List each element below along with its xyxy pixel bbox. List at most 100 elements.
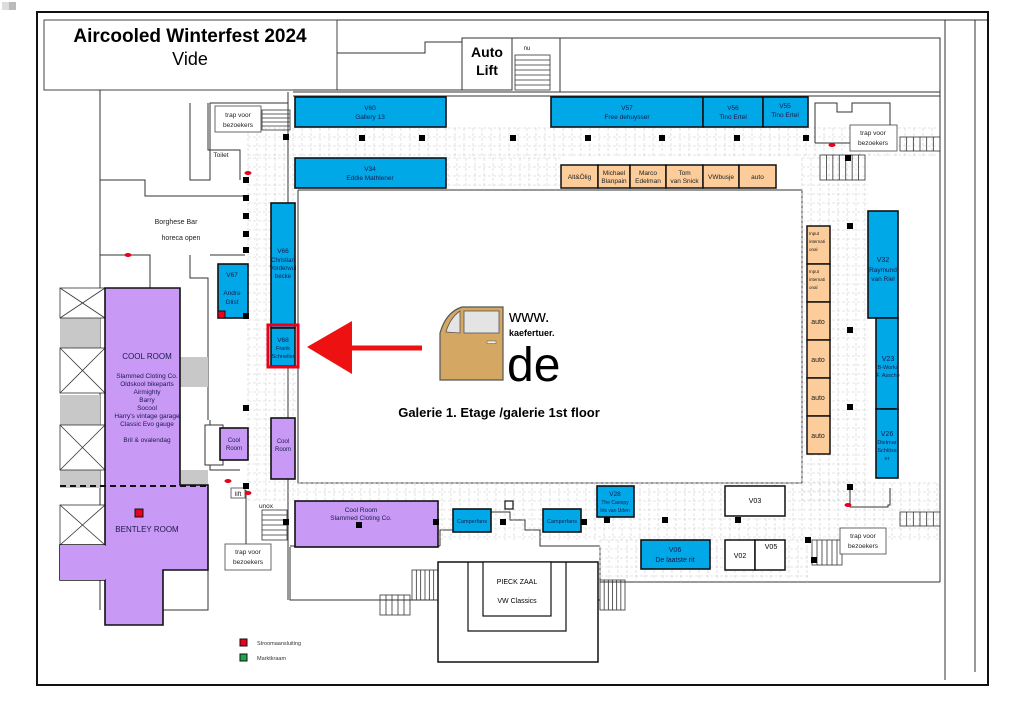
pieck-zaal[interactable]: PIECK ZAAL VW Classics	[437, 561, 599, 663]
stand-v60[interactable]: V60 Gallery 13	[294, 96, 447, 128]
sponsor-www: www.	[508, 307, 550, 326]
market-stall[interactable]: Alt&Ölig	[560, 164, 599, 189]
void-marker	[59, 347, 106, 394]
market-stall[interactable]: auto	[806, 415, 831, 455]
svg-text:auto: auto	[811, 433, 825, 440]
stand-v02[interactable]: V02	[724, 539, 756, 571]
svg-text:Iris van Uden: Iris van Uden	[600, 508, 630, 514]
stand-v28[interactable]: V28 The Canopy Iris van Uden	[596, 485, 635, 518]
cool-room-exhibitor: Harry's vintage garage	[114, 413, 180, 420]
map-frame	[36, 11, 989, 686]
legend-item-power: Stroomaansluiting	[239, 638, 301, 647]
svg-text:V03: V03	[749, 498, 762, 505]
svg-text:Room: Room	[275, 447, 291, 453]
market-stall[interactable]: auto	[738, 164, 777, 189]
pillar	[510, 135, 516, 141]
stairs	[261, 54, 941, 616]
stand-v05[interactable]: V05	[754, 539, 786, 571]
pillars	[243, 134, 853, 563]
svg-text:auto: auto	[811, 357, 825, 364]
highlight-arrow	[307, 321, 422, 374]
svg-text:auto: auto	[811, 395, 825, 402]
stand-cool-room-bottom[interactable]: Cool Room Slammed Cloting Co.	[294, 500, 439, 548]
cool-room-exhibitor: Barry	[139, 397, 155, 404]
market-stall[interactable]: auto	[806, 301, 831, 341]
pillar	[243, 231, 249, 237]
market-stall[interactable]: auto	[806, 339, 831, 379]
svg-text:V60: V60	[364, 105, 376, 112]
auto-lift-line1: Auto	[471, 44, 503, 60]
gray-zone	[180, 357, 208, 387]
pillar	[847, 404, 853, 410]
pillar	[243, 195, 249, 201]
svg-text:V02: V02	[734, 553, 747, 560]
door-marker	[244, 491, 252, 495]
stand-v56[interactable]: V56 Tino Ertel	[702, 96, 764, 128]
bar-status: horeca open	[162, 235, 201, 242]
svg-text:Stroomaansluiting: Stroomaansluiting	[257, 641, 301, 647]
svg-text:De laatste rit: De laatste rit	[655, 557, 694, 564]
stand-camperfans-1[interactable]: Camperfans	[452, 508, 492, 533]
stand-cool-room-small-1[interactable]: Cool Room	[219, 427, 249, 461]
stairs-label-line2: bezoekers	[858, 140, 889, 147]
pillar	[604, 517, 610, 523]
svg-text:Tino Ertel: Tino Ertel	[771, 112, 799, 119]
stair-block	[899, 136, 941, 152]
svg-text:Cool Room: Cool Room	[345, 507, 378, 514]
svg-text:Marktkraam: Marktkraam	[257, 656, 286, 662]
svg-text:van Riel: van Riel	[871, 276, 895, 283]
pillar	[585, 135, 591, 141]
stand-v03[interactable]: V03	[724, 485, 786, 517]
power-doors	[124, 143, 852, 507]
cool-room-extra: Bril & ovalendag	[123, 437, 171, 444]
market-stall[interactable]: VWbusje	[702, 164, 740, 189]
svg-text:er: er	[885, 456, 890, 462]
stand-v67[interactable]: V67 Andre Glist	[217, 263, 249, 319]
cool-room-exhibitor: Socool	[137, 405, 157, 412]
market-stalls-top: Alt&ÖligMichaelBlanpainMarcoEdelmanTomva…	[560, 164, 777, 189]
legend-item-market-stall: Marktkraam	[239, 653, 286, 662]
sponsor-logo[interactable]: www. kaefertuer. de	[439, 306, 560, 392]
svg-text:V68: V68	[277, 337, 289, 344]
stand-cool-room-small-2[interactable]: Cool Room	[270, 417, 296, 480]
cool-room-exhibitor: Oldskool bikeparts	[120, 381, 174, 388]
svg-text:VWbusje: VWbusje	[708, 174, 734, 181]
pillar	[581, 519, 587, 525]
map-subtitle: Vide	[172, 49, 208, 69]
svg-text:auto: auto	[811, 319, 825, 326]
pillar	[243, 177, 249, 183]
pillar	[735, 517, 741, 523]
stand-v26[interactable]: V26 Dietmar Schlöss er	[875, 408, 899, 479]
stand-v55[interactable]: V55 Tino Ertel	[762, 96, 809, 128]
stand-camperfans-2[interactable]: Camperfans	[542, 508, 582, 533]
pillar	[356, 522, 362, 528]
corner-logo-icon	[2, 2, 16, 10]
svg-text:Schlöss: Schlöss	[877, 448, 897, 454]
void-markers	[59, 287, 106, 546]
pillar	[811, 557, 817, 563]
svg-text:Eddie Mathlener: Eddie Mathlener	[346, 175, 394, 182]
bar-name: Borghese Bar	[155, 219, 198, 226]
stand-v57[interactable]: V57 Free dehuysser	[550, 96, 704, 128]
stand-v34[interactable]: V34 Eddie Mathlener	[294, 157, 447, 189]
stand-v23[interactable]: V23 B-Works F. Assche	[875, 317, 900, 410]
svg-text:V55: V55	[779, 103, 791, 110]
market-stall[interactable]: auto	[806, 377, 831, 417]
svg-text:Input: Input	[809, 231, 820, 236]
svg-text:Dietmar: Dietmar	[877, 440, 896, 446]
cool-room-title: COOL ROOM	[122, 352, 172, 361]
stand-v06[interactable]: V06 De laatste rit	[640, 539, 711, 570]
door-marker	[244, 171, 252, 175]
stair-block	[379, 594, 411, 616]
svg-text:Free dehuysser: Free dehuysser	[604, 114, 650, 121]
stand-v32[interactable]: V32 Raymund van Riel	[867, 210, 899, 319]
door-marker	[124, 253, 132, 257]
stand-v66[interactable]: V66 Christian Vorderwul becke	[270, 202, 297, 329]
stand-v68[interactable]: V68 Frank Schneller	[266, 323, 300, 369]
